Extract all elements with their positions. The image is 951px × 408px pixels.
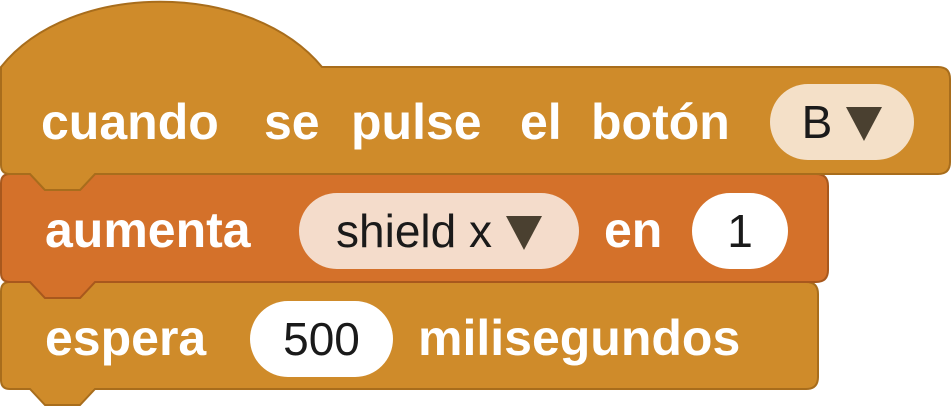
hat-label-el: el: [520, 94, 562, 150]
button-dropdown[interactable]: B: [770, 84, 914, 160]
dropdown-arrow-icon: [505, 216, 542, 250]
variable-dropdown[interactable]: shield x: [299, 193, 579, 269]
hat-label-se: se: [264, 94, 320, 150]
amount-input-value: 1: [727, 205, 753, 257]
change-label-en: en: [604, 202, 663, 258]
hat-block-shape[interactable]: [0, 0, 951, 191]
hat-label-pulse: pulse: [351, 94, 482, 150]
hat-label-boton: botón: [591, 94, 730, 150]
wait-label-espera: espera: [45, 310, 207, 366]
wait-label-milisegundos: milisegundos: [418, 310, 741, 366]
button-dropdown-value: B: [801, 96, 833, 148]
duration-input-value: 500: [283, 313, 360, 365]
wait-block-shape[interactable]: [0, 281, 819, 406]
change-label-aumenta: aumenta: [45, 202, 251, 258]
amount-input[interactable]: 1: [692, 193, 788, 269]
variable-dropdown-value: shield x: [336, 205, 492, 257]
hat-label-cuando: cuando: [41, 94, 219, 150]
duration-input[interactable]: 500: [250, 301, 393, 377]
dropdown-arrow-icon: [846, 107, 883, 141]
